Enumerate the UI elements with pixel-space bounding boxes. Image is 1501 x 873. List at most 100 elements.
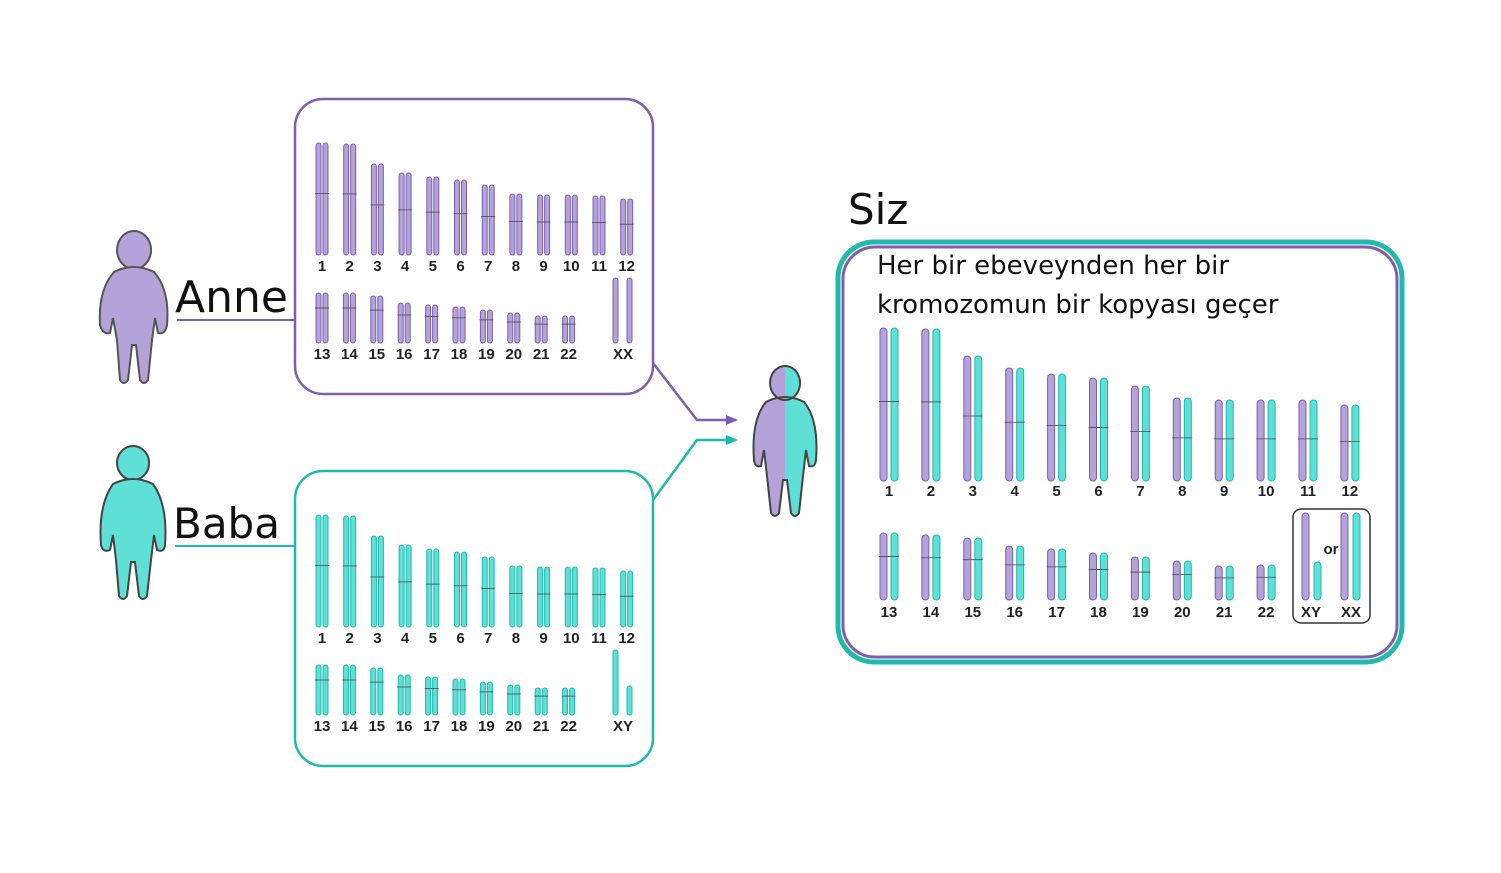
chromatid: [599, 567, 606, 628]
chromatid: [432, 304, 439, 344]
chromosome-14: 14: [341, 664, 358, 735]
chromosome-19: 19: [478, 681, 495, 735]
chromosome-1: 1: [879, 327, 899, 500]
chromatid: [398, 172, 405, 256]
chromosome-label: 1: [885, 483, 893, 500]
chromatid: [541, 315, 548, 344]
paternal-chromatid: [1225, 565, 1234, 601]
chromosome-15: 15: [368, 667, 385, 735]
paternal-chromatid: [932, 328, 941, 482]
maternal-chromatid: [921, 328, 930, 482]
chromosome-16: 16: [1004, 545, 1025, 621]
chromosome-18: 18: [451, 306, 467, 363]
chromosome-10: 10: [1256, 399, 1277, 500]
paternal-chromatid: [1351, 404, 1360, 482]
chromatid: [350, 515, 357, 628]
mother-arrow-icon: [652, 362, 738, 425]
chromatid: [537, 566, 544, 628]
child-figure-icon: [752, 365, 818, 517]
paternal-chromatid: [1141, 556, 1150, 601]
chromatid: [534, 687, 541, 716]
child-title: Siz: [848, 185, 908, 234]
chromosome-10: 10: [563, 566, 580, 647]
chromosome-label: 3: [373, 630, 381, 647]
chromatid: [322, 142, 329, 256]
chromosome-7: 7: [1130, 385, 1151, 500]
chromosome-label: 16: [1006, 604, 1023, 621]
chromatid: [432, 676, 439, 716]
chromosome-20: 20: [1172, 560, 1193, 621]
chromatid: [404, 302, 411, 344]
chromatid: [343, 515, 350, 628]
chromatid: [592, 195, 599, 256]
chromosome-4: 4: [398, 172, 413, 275]
x-chromosome: [1301, 512, 1310, 601]
chromosome-21: 21: [1214, 565, 1235, 621]
chromatid: [627, 570, 634, 628]
chromatid: [405, 172, 412, 256]
father-label: Baba: [173, 499, 280, 548]
chromatid: [405, 544, 412, 628]
chromosome-label: 6: [456, 630, 464, 647]
maternal-chromatid: [1340, 404, 1349, 482]
paternal-chromatid: [932, 534, 941, 601]
chromosome-label: 3: [373, 258, 381, 275]
chromosome-6: 6: [1088, 377, 1109, 500]
chromatid: [514, 684, 521, 716]
sex-chromosomes: XY: [612, 649, 633, 735]
paternal-chromatid: [1309, 399, 1318, 482]
chromatid: [349, 664, 356, 716]
chromatid: [507, 312, 514, 344]
sex-options-box: [1292, 508, 1371, 624]
sex-option-xx: XX: [1340, 512, 1361, 621]
maternal-chromatid: [1130, 385, 1139, 482]
chromosome-label: 11: [591, 258, 607, 275]
chromosome-label: 5: [1052, 483, 1060, 500]
chromosome-label: 1: [318, 630, 326, 647]
chromatid: [486, 681, 493, 716]
chromatid: [486, 309, 493, 344]
chromosome-17: 17: [423, 304, 440, 363]
chromosome-label: 13: [314, 718, 331, 735]
chromatid: [315, 664, 322, 716]
maternal-chromatid: [1298, 399, 1307, 482]
chromatid: [370, 295, 377, 344]
chromatid: [514, 312, 521, 344]
chromosome-label: 18: [451, 718, 468, 735]
sex-option-label: XX: [1341, 604, 1361, 621]
chromosome-22: 22: [1256, 564, 1277, 621]
chromatid: [322, 664, 329, 716]
chromosome-18: 18: [451, 678, 468, 735]
chromosome-label: 17: [423, 718, 440, 735]
child-caption-line1: Her bir ebeveynden her bir: [877, 251, 1229, 281]
chromatid: [398, 544, 405, 628]
chromosome-label: 17: [423, 346, 440, 363]
chromosome-label: 7: [484, 258, 492, 275]
chromatid: [454, 179, 460, 256]
chromatid: [516, 193, 523, 256]
chromosome-label: 3: [969, 483, 977, 500]
x-chromosome: [1352, 512, 1361, 601]
maternal-chromatid: [1214, 399, 1223, 482]
chromosome-1: 1: [315, 514, 329, 647]
chromatid: [342, 292, 349, 344]
chromosome-21: 21: [533, 315, 550, 363]
chromosome-11: 11: [591, 195, 607, 275]
chromosome-label: 1: [318, 258, 326, 275]
chromatid: [599, 195, 606, 256]
chromosome-5: 5: [425, 548, 440, 647]
maternal-chromatid: [1089, 377, 1097, 482]
chromatid: [322, 514, 329, 628]
chromosome-label: 17: [1048, 604, 1065, 621]
chromatid: [343, 143, 350, 256]
chromosome-label: 15: [368, 346, 385, 363]
mother-label: Anne: [175, 272, 288, 323]
chromosome-7: 7: [481, 184, 496, 275]
chromosome-3: 3: [370, 163, 385, 275]
chromatid: [377, 295, 384, 344]
chromosome-1: 1: [315, 142, 329, 275]
maternal-chromatid: [1256, 399, 1265, 482]
chromatid: [569, 315, 576, 344]
paternal-chromatid: [1058, 548, 1067, 601]
